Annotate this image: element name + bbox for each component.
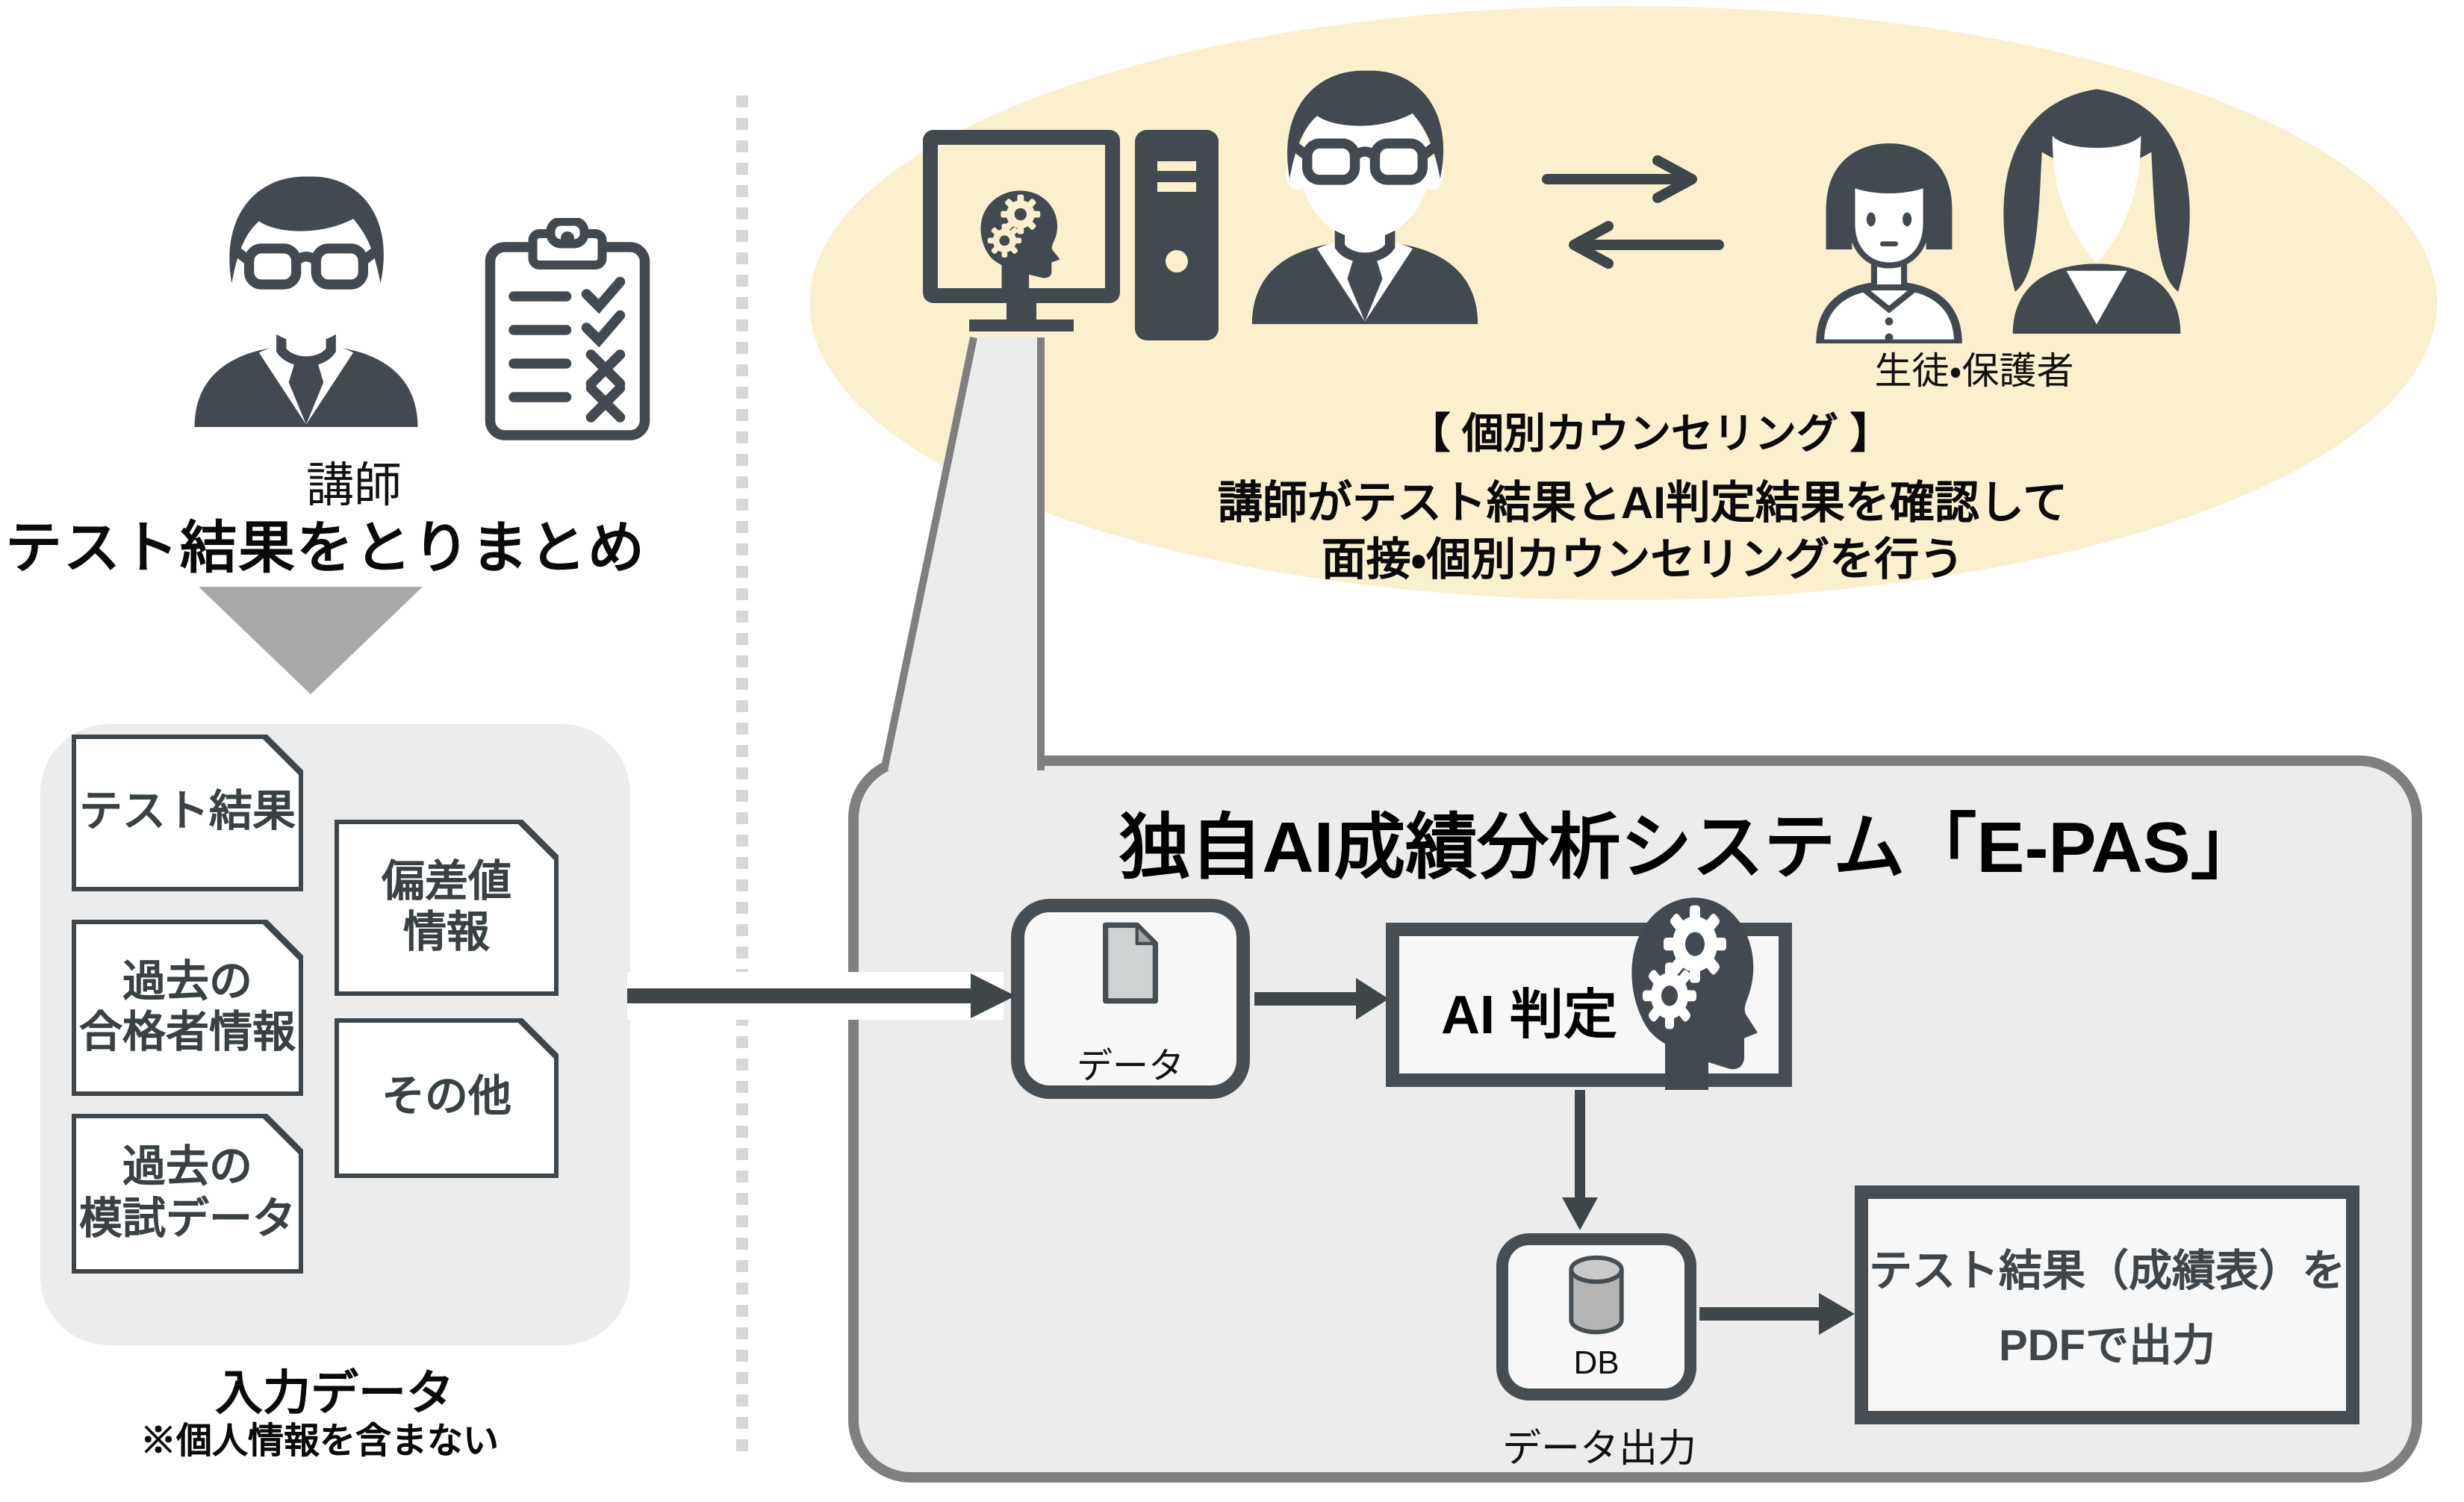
pdf-output-line1: テスト結果（成績表）を xyxy=(1868,1248,2345,1296)
ai-computer-icon xyxy=(923,130,1219,340)
input-data-note: ※個人情報を含まない xyxy=(140,1421,499,1462)
person-with-glasses-icon xyxy=(194,176,418,427)
input-card-past-mock-exams: 過去の 模試データ xyxy=(72,1114,303,1274)
input-data-caption: 入力データ xyxy=(214,1366,455,1420)
collect-text: テスト結果をとりまとめ xyxy=(4,518,647,581)
arrow-data-to-ai xyxy=(1254,978,1389,1020)
document-icon xyxy=(1103,922,1158,1004)
brain-gears-screen-icon xyxy=(980,190,1060,289)
brain-gears-head-icon xyxy=(1631,897,1758,1090)
parent-icon xyxy=(2003,89,2190,334)
counseling-heading: 【 個別カウンセリング 】 xyxy=(1408,411,1892,457)
db-node-label: DB xyxy=(1573,1344,1620,1381)
system-title: 独自AI成績分析システム「E-PAS」 xyxy=(1119,809,2262,888)
input-card-label: テスト結果 xyxy=(76,739,299,887)
counseling-line2: 面接・個別カウンセリングを行う xyxy=(1321,536,1964,585)
person-with-glasses-icon xyxy=(1251,70,1478,325)
pdf-output-node: テスト結果（成績表）を PDFで出力 xyxy=(1855,1185,2359,1424)
input-card-label: 過去の 模試データ xyxy=(76,1118,299,1269)
dotted-divider xyxy=(736,96,748,1457)
data-output-label: データ出力 xyxy=(1502,1426,1697,1471)
arrow-db-to-pdf xyxy=(1699,1293,1855,1335)
input-card-label: その他 xyxy=(339,1023,554,1174)
data-node-label: データ xyxy=(1077,1047,1184,1087)
ai-judgement-label: AI 判定 xyxy=(1440,984,1618,1045)
arrow-ai-to-db xyxy=(1562,1090,1598,1230)
instructor-label: 講師 xyxy=(305,458,402,512)
counseling-line1: 講師がテスト結果とAI判定結果を確認して xyxy=(1217,479,2068,529)
student-icon xyxy=(1816,143,1962,343)
students-parents-label: 生徒・保護者 xyxy=(1874,351,2074,393)
input-card-deviation-info: 偏差値 情報 xyxy=(335,820,559,996)
checklist-clipboard-icon xyxy=(485,218,650,440)
input-card-label: 過去の 合格者情報 xyxy=(76,924,299,1091)
down-triangle-icon xyxy=(199,587,423,694)
input-card-test-results: テスト結果 xyxy=(72,735,303,891)
database-cylinder-icon xyxy=(1569,1255,1624,1335)
pdf-output-line2: PDFで出力 xyxy=(1998,1323,2215,1371)
bubble-tail xyxy=(880,336,1045,772)
input-card-other: その他 xyxy=(335,1018,559,1178)
input-card-label: 偏差値 情報 xyxy=(339,824,554,991)
arrow-input-to-data xyxy=(627,972,1015,1020)
input-card-past-passers: 過去の 合格者情報 xyxy=(72,920,303,1096)
two-way-arrows-icon xyxy=(1542,155,1724,269)
